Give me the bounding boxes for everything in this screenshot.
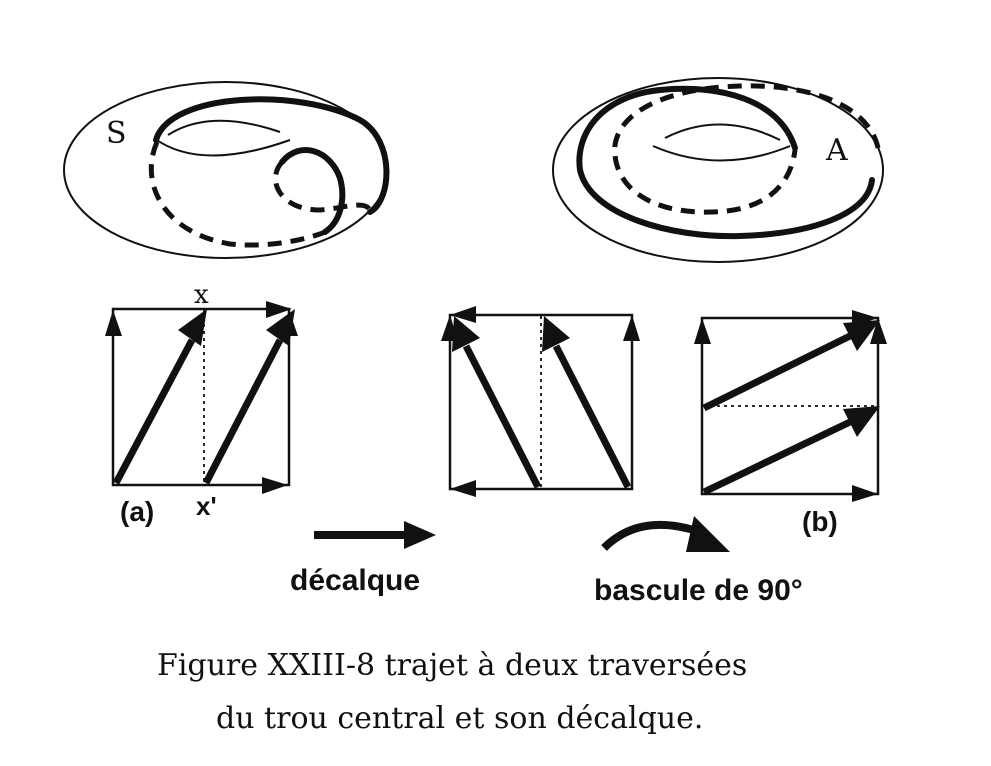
square-a-path-1-head [178, 309, 207, 346]
torus-right-thick-loop [576, 85, 875, 240]
square-middle-top-arrow [450, 306, 476, 323]
bascule-arrow-head [686, 516, 730, 552]
decalque-arrow-head [404, 521, 436, 549]
decalque-label: décalque [290, 564, 420, 597]
square-a-top-arrow [266, 301, 292, 318]
torus-right-dashed-loop [612, 83, 881, 215]
square-a-frame [111, 307, 291, 487]
decalque-arrow-group: décalque [290, 521, 436, 597]
torus-left: S [63, 81, 390, 259]
square-b-path-2-head [843, 406, 880, 437]
square-a-path-1 [112, 338, 196, 485]
caption-line-2: du trou central et son décalque. [216, 701, 703, 736]
square-middle-path-1-head [452, 316, 480, 352]
bascule-arrow-group: bascule de 90° [594, 516, 803, 607]
torus-right: A [552, 77, 884, 263]
square-middle-bottom-arrow [450, 480, 476, 497]
square-b: (b) [694, 310, 887, 537]
torus-right-label: A [825, 133, 848, 168]
panel-b-label: (b) [802, 506, 838, 537]
square-a-path-2 [202, 338, 284, 485]
square-middle-right-arrow [623, 315, 640, 341]
square-a-bottom-arrow [262, 477, 288, 494]
torus-left-label: S [106, 116, 127, 151]
square-middle-frame [448, 313, 634, 491]
square-middle-path-1 [462, 344, 542, 489]
square-middle-path-2 [552, 344, 632, 489]
caption-line-1: Figure XXIII-8 trajet à deux traversées [157, 648, 747, 683]
panel-a-label: (a) [120, 496, 154, 527]
torus-right-hole-lower [652, 145, 791, 162]
torus-left-thick-loop [153, 96, 390, 215]
square-b-left-arrow [694, 318, 711, 344]
torus-left-dashed-small [273, 160, 373, 213]
bascule-arrow [601, 520, 702, 551]
torus-left-hole-lower [153, 137, 291, 157]
torus-left-dashed-loop [148, 140, 333, 248]
torus-left-hole-upper [167, 119, 281, 136]
square-b-frame [700, 316, 880, 496]
square-b-path-1-head [843, 320, 880, 351]
bascule-label: bascule de 90° [594, 574, 803, 607]
square-b-path-2 [702, 418, 852, 496]
torus-right-hole-upper [664, 123, 781, 141]
square-b-right-arrow [870, 318, 887, 344]
torus-right-outer [552, 77, 884, 263]
square-b-path-1 [702, 332, 852, 412]
point-x-prime-label: x' [196, 491, 217, 521]
square-middle-path-2-head [542, 316, 570, 352]
square-b-bottom-arrow [852, 485, 878, 502]
torus-left-thick-loop-small [279, 147, 346, 235]
square-a: x x' (a) [105, 280, 298, 527]
square-a-left-arrow [105, 310, 122, 336]
square-middle [441, 306, 640, 497]
square-a-path-2-head [266, 309, 295, 346]
point-x-label: x [194, 280, 209, 310]
